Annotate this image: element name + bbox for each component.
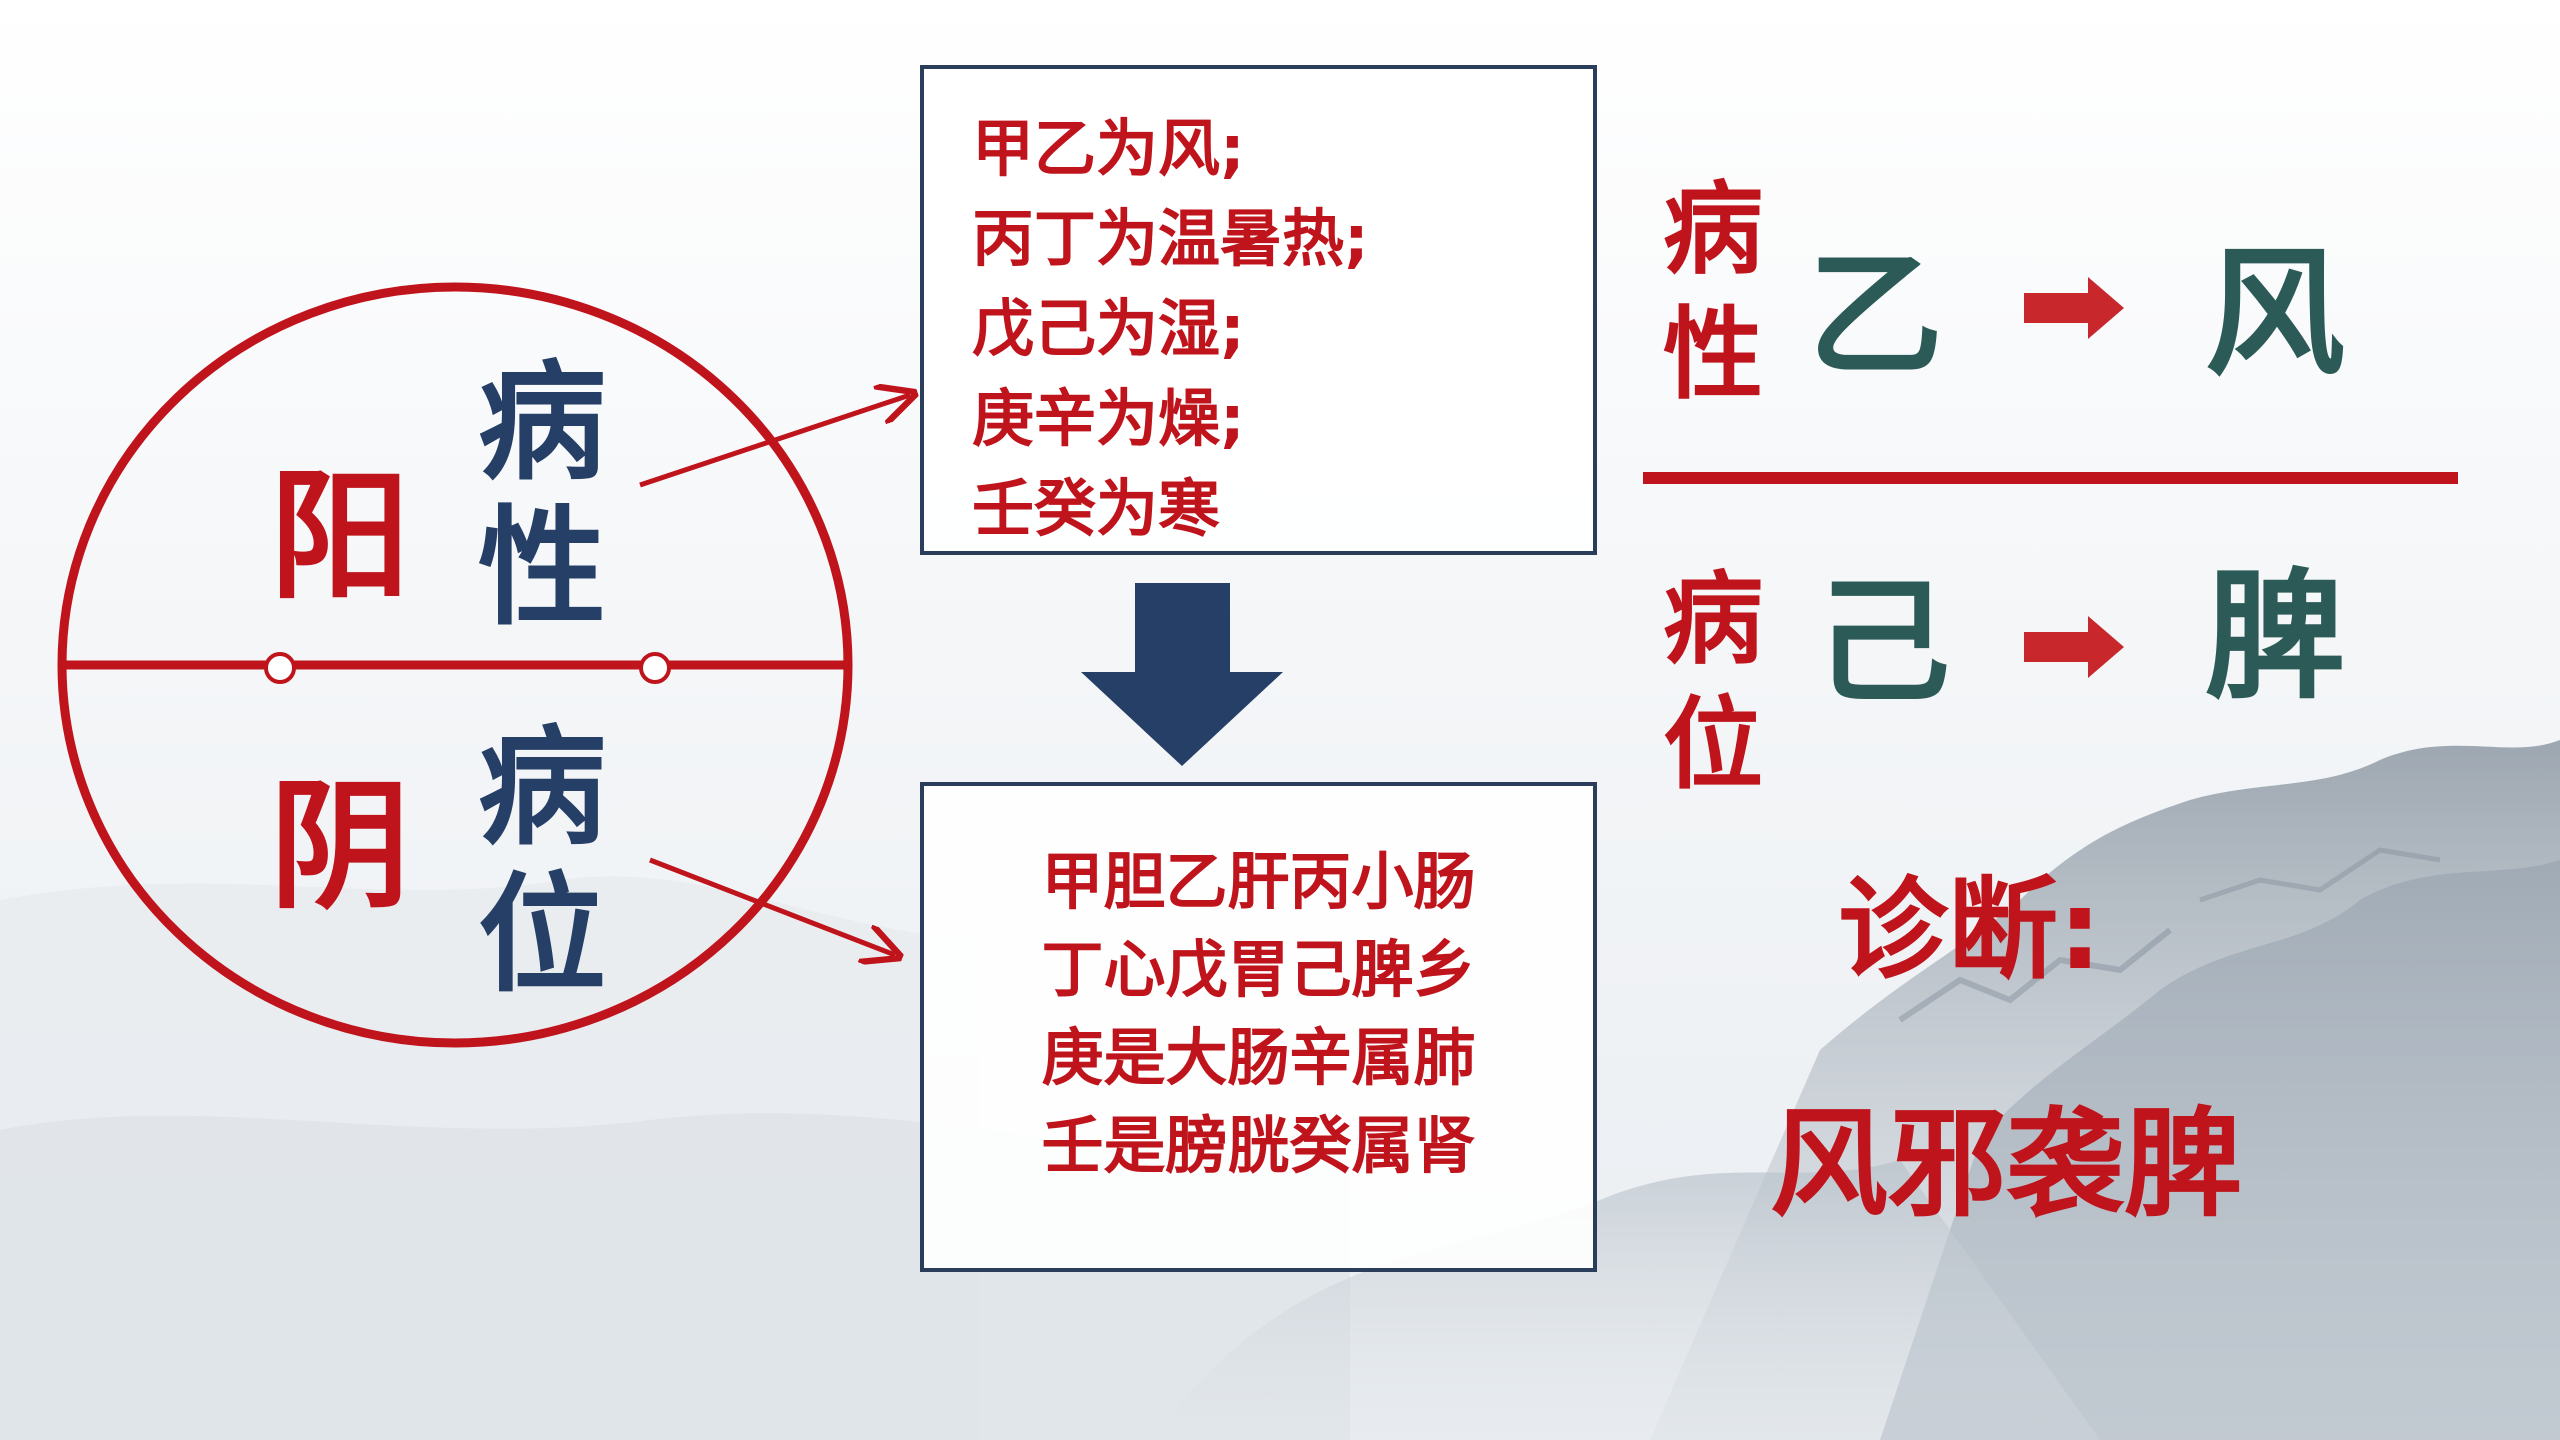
node-dot-right: [639, 652, 671, 684]
organ-line-4: 壬是膀胱癸属肾: [1041, 1109, 1476, 1182]
yang-label: 阳: [270, 456, 411, 619]
divider-circle: [57, 282, 853, 1048]
organ-line-2: 丁心戊胃己脾乡: [1041, 933, 1476, 1006]
position-label-char-2: 位: [1663, 686, 1763, 803]
organ-line-1: 甲胆乙肝丙小肠: [1041, 845, 1476, 918]
nature-line-2: 丙丁为温暑热;: [972, 202, 1369, 275]
circle-nature-char-2: 性: [478, 494, 607, 643]
right-arrow-icon-nature: [2024, 277, 2124, 339]
nature-label-char-2: 性: [1663, 296, 1763, 413]
position-label-char-1: 病: [1663, 561, 1763, 678]
position-stem: 己: [1815, 564, 1950, 721]
down-arrow-icon: [1081, 583, 1283, 766]
arrow-to-organ-box: [649, 857, 895, 955]
nature-line-5: 壬癸为寒: [972, 472, 1221, 545]
nature-stem: 乙: [1808, 237, 1943, 394]
yin-label: 阴: [270, 766, 411, 929]
nature-result: 风: [2205, 233, 2346, 396]
node-dot-left: [264, 652, 296, 684]
circle-nature-char-1: 病: [478, 349, 607, 498]
organ-line-3: 庚是大肠辛属肺: [1041, 1021, 1476, 1094]
circle-position-char-1: 病: [478, 714, 607, 863]
organ-mapping-box: 甲胆乙肝丙小肠 丁心戊胃己脾乡 庚是大肠辛属肺 壬是膀胱癸属肾: [920, 782, 1597, 1272]
diagnosis-text: 风邪袭脾: [1770, 1095, 2243, 1233]
position-result: 脾: [2205, 556, 2346, 719]
right-arrow-icon-position: [2024, 616, 2124, 678]
nature-label-char-1: 病: [1663, 171, 1763, 288]
nature-line-4: 庚辛为燥;: [972, 382, 1245, 455]
circle-position-char-2: 位: [478, 861, 607, 1010]
arrow-to-nature-box: [639, 395, 910, 488]
nature-mapping-box: 甲乙为风; 丙丁为温暑热; 戊己为湿; 庚辛为燥; 壬癸为寒: [920, 65, 1597, 555]
nature-line-1: 甲乙为风;: [972, 112, 1245, 185]
diagnosis-label: 诊断:: [1838, 866, 2102, 994]
nature-line-3: 戊己为湿;: [972, 292, 1245, 365]
